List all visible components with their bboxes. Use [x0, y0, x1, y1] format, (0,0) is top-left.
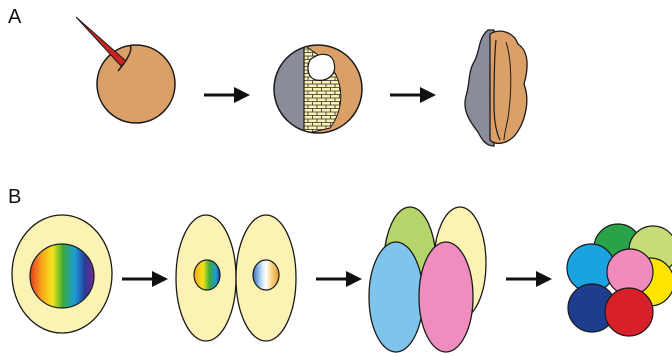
- embryo-egg: [97, 45, 175, 123]
- single-cell: [12, 215, 112, 333]
- arrow-right-icon: [204, 87, 250, 103]
- gray-half: [270, 40, 304, 140]
- right-nucleus: [253, 260, 279, 290]
- arrow-right-icon: [122, 271, 168, 287]
- sectioned-embryo: [270, 40, 362, 140]
- blue-cell: [369, 242, 423, 352]
- four-cell-stage: [369, 207, 486, 352]
- duplicated-embryo: [465, 30, 527, 146]
- panel-a: [76, 17, 527, 146]
- multicell-cluster: [567, 224, 672, 336]
- pink-cell: [419, 242, 473, 352]
- rainbow-nucleus: [30, 244, 94, 308]
- left-nucleus: [194, 260, 220, 290]
- panel-b: [12, 207, 672, 352]
- arrow-right-icon: [316, 271, 362, 287]
- needle-icon: [76, 17, 126, 66]
- egg-with-needle: [76, 17, 175, 123]
- cell-red: [605, 288, 653, 336]
- arrow-right-icon: [390, 87, 436, 103]
- blastocoel-cavity: [308, 54, 335, 80]
- two-cell-stage: [176, 215, 296, 341]
- arrow-right-icon: [506, 271, 552, 287]
